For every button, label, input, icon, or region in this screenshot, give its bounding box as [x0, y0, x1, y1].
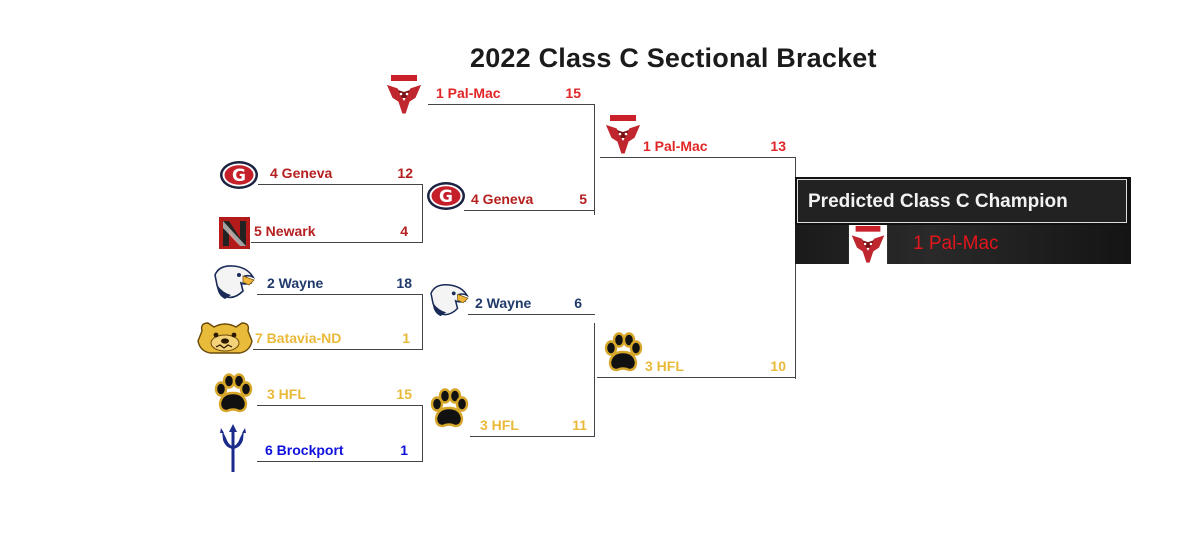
team-name: 2 Wayne — [475, 295, 532, 311]
team-score: 15 — [565, 85, 581, 101]
r3-slot-palmac: 1 Pal-Mac 13 — [600, 136, 796, 158]
r1-slot-geneva: 4 Geneva 12 — [258, 163, 423, 185]
newark-icon — [218, 216, 251, 250]
team-score: 18 — [396, 275, 412, 291]
bracket-line — [257, 294, 423, 295]
team-score: 1 — [402, 330, 410, 346]
bracket-line — [597, 377, 796, 378]
red-raider-icon — [847, 225, 889, 265]
team-name: 4 Geneva — [270, 165, 333, 181]
trident-icon — [220, 424, 246, 474]
r1-slot-wayne: 2 Wayne 18 — [257, 273, 423, 295]
team-name: 3 HFL — [645, 358, 684, 374]
connector-wayne-hfl — [594, 323, 595, 437]
bracket-line — [468, 314, 595, 315]
team-score: 1 — [400, 442, 408, 458]
team-score: 10 — [770, 358, 786, 374]
geneva-g-icon: G — [219, 160, 259, 190]
bracket-line — [600, 157, 796, 158]
champion-header: Predicted Class C Champion — [797, 179, 1127, 223]
eagle-icon — [429, 282, 469, 318]
paw-icon — [212, 373, 254, 415]
team-score: 13 — [770, 138, 786, 154]
svg-text:G: G — [232, 166, 246, 186]
r2-slot-geneva: 4 Geneva 5 — [464, 189, 595, 211]
team-name: 1 Pal-Mac — [643, 138, 708, 154]
r2-slot-wayne: 2 Wayne 6 — [468, 293, 595, 315]
team-name: 7 Batavia-ND — [255, 330, 342, 346]
eagle-icon — [213, 263, 255, 301]
champion-team: 1 Pal-Mac — [913, 233, 999, 254]
team-score: 6 — [574, 295, 582, 311]
bracket-line — [250, 242, 423, 243]
r2-slot-hfl: 3 HFL 11 — [470, 415, 595, 437]
connector-palmac-geneva — [594, 104, 595, 215]
r2-slot-palmac: 1 Pal-Mac 15 — [428, 83, 595, 105]
connector-hfl-brockport — [422, 405, 423, 462]
paw-icon — [602, 332, 644, 374]
bracket-line — [464, 210, 595, 211]
r1-slot-batavia: 7 Batavia-ND 1 — [253, 328, 423, 350]
team-name: 6 Brockport — [265, 442, 344, 458]
connector-geneva-newark — [422, 184, 423, 243]
team-score: 4 — [400, 223, 408, 239]
paw-icon — [428, 388, 470, 430]
team-score: 12 — [397, 165, 413, 181]
champion-body: 1 Pal-Mac — [795, 225, 1131, 265]
team-name: 4 Geneva — [471, 191, 534, 207]
team-name: 5 Newark — [254, 223, 316, 239]
bracket-line — [257, 461, 423, 462]
team-score: 5 — [579, 191, 587, 207]
red-raider-icon — [384, 74, 424, 116]
bracket-line — [258, 184, 423, 185]
bracket-title: 2022 Class C Sectional Bracket — [470, 43, 877, 73]
bracket-line — [470, 436, 595, 437]
r1-slot-hfl: 3 HFL 15 — [257, 384, 423, 406]
bulldog-icon — [196, 319, 254, 355]
team-score: 11 — [572, 417, 587, 433]
team-name: 3 HFL — [480, 417, 519, 433]
connector-wayne-batavia — [422, 294, 423, 350]
r1-slot-brockport: 6 Brockport 1 — [257, 440, 423, 462]
geneva-g-icon: G — [426, 181, 466, 211]
champion-box: Predicted Class C Champion 1 Pal-Mac — [795, 177, 1131, 265]
r3-slot-hfl: 3 HFL 10 — [597, 356, 796, 378]
bracket-line — [253, 349, 423, 350]
r1-slot-newark: 5 Newark 4 — [250, 221, 423, 243]
team-name: 2 Wayne — [267, 275, 324, 291]
champion-heading: Predicted Class C Champion — [808, 191, 1068, 212]
red-raider-icon — [601, 114, 645, 156]
svg-text:G: G — [439, 187, 453, 207]
team-score: 15 — [396, 386, 412, 402]
team-name: 1 Pal-Mac — [436, 85, 501, 101]
bracket-line — [428, 104, 595, 105]
team-name: 3 HFL — [267, 386, 306, 402]
bracket-line — [257, 405, 423, 406]
connector-final — [795, 157, 796, 379]
